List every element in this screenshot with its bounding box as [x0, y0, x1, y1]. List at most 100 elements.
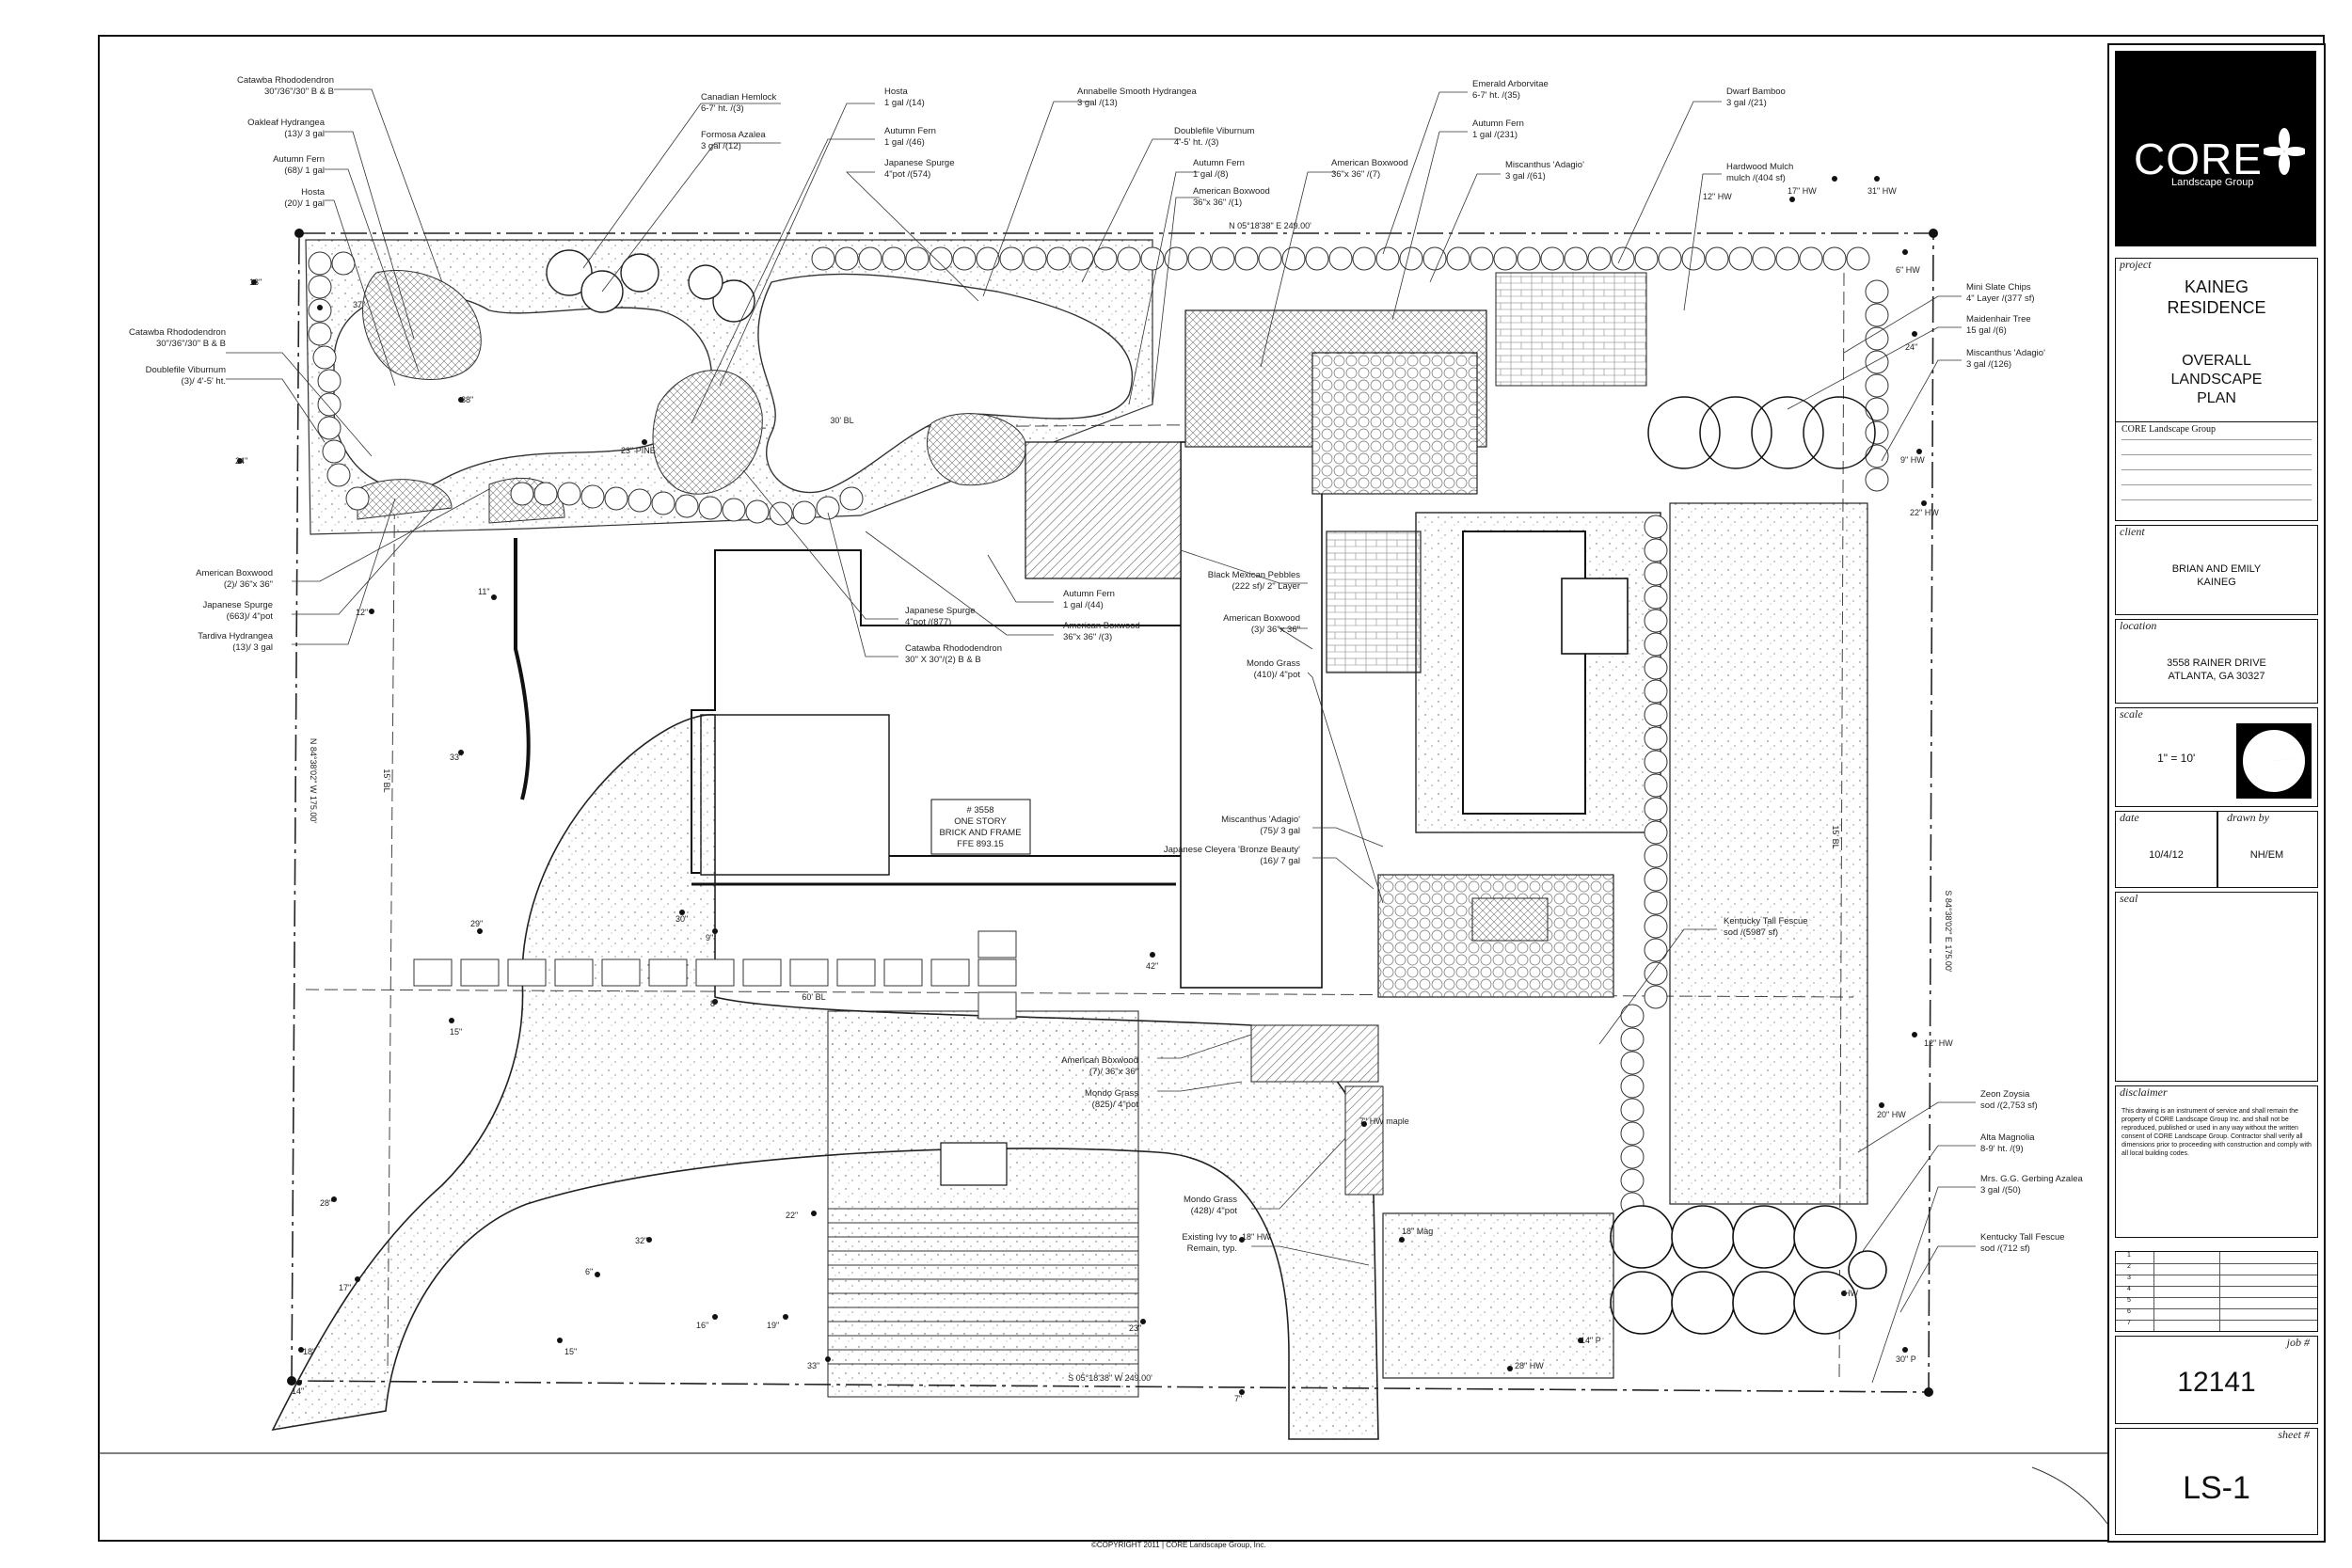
svg-text:23": 23": [1129, 1323, 1141, 1333]
pavers-patio: [1326, 531, 1422, 673]
disclaimer-text: This drawing is an instrument of service…: [2122, 1108, 2312, 1157]
svg-text:7": 7": [1234, 1394, 1242, 1403]
callout-arborvitae-qty: 6-7' ht. /(35): [1472, 90, 1520, 101]
callout-viburnum-2-qty: 4'-5' ht. /(3): [1174, 137, 1218, 148]
svg-text:12" HW: 12" HW: [1703, 192, 1732, 201]
svg-text:22": 22": [786, 1211, 798, 1220]
front-steps: [828, 1208, 1138, 1365]
svg-text:11": 11": [478, 587, 490, 596]
svg-text:15": 15": [564, 1347, 577, 1356]
callout-hosta-1-name: Hosta: [301, 187, 326, 198]
house-stories: ONE STORY: [954, 816, 1007, 827]
south-bearing: S 05°18'38" W 249.00': [1068, 1373, 1152, 1383]
magnolia-trees: [1610, 1205, 1887, 1335]
svg-text:14": 14": [292, 1386, 304, 1396]
callout-magnolia-name: Alta Magnolia: [1980, 1132, 2035, 1143]
revision-row: 2: [2116, 1263, 2317, 1275]
spurge-bed: [362, 270, 482, 380]
house-label-box: [930, 799, 1031, 855]
callout-gerbing-name: Mrs. G.G. Gerbing Azalea: [1980, 1174, 2083, 1184]
callout-hosta-2-name: Hosta: [884, 87, 909, 97]
svg-text:16": 16": [696, 1321, 708, 1330]
callout-oakleaf-name: Oakleaf Hydrangea: [247, 118, 326, 128]
callout-spurge-1-qty: 4"pot /(574): [884, 169, 930, 180]
spurge-bed-4: [357, 479, 453, 520]
rear-setback-label: 30' BL: [830, 416, 853, 425]
client-section: client BRIAN AND EMILY KAINEG: [2115, 525, 2318, 615]
callout-tardiva-qty: (13)/ 3 gal: [232, 642, 273, 653]
corner-marker-sw: [287, 1376, 296, 1386]
callout-fern-4-name: Autumn Fern: [1472, 119, 1524, 129]
location-tag: location: [2120, 619, 2157, 632]
callout-boxwood-4-name: American Boxwood: [1063, 621, 1140, 631]
seal-section: seal: [2115, 892, 2318, 1082]
svg-text:38": 38": [461, 395, 473, 404]
callout-boxwood-3-name: American Boxwood: [196, 568, 273, 578]
svg-text:18": 18": [303, 1347, 315, 1356]
callout-miscanthus-2-name: Miscanthus 'Adagio': [1966, 348, 2045, 358]
callout-miscanthus-2-qty: 3 gal /(126): [1966, 359, 2011, 370]
drawn-by-value: NH/EM: [2249, 849, 2284, 861]
driveway-loop: [271, 714, 1379, 1440]
entry-fountain: [940, 1142, 1008, 1186]
callout-boxwood-2-qty: 36"x 36" /(7): [1331, 169, 1380, 180]
garage-block: [700, 714, 890, 876]
callout-fescue-1-name: Kentucky Tall Fescue: [1724, 916, 1808, 927]
svg-text:7" HW maple: 7" HW maple: [1359, 1117, 1409, 1126]
svg-text:6" HW: 6" HW: [1896, 265, 1920, 275]
client-name-line1: BRIAN AND EMILY: [2171, 563, 2262, 575]
address-line2: ATLANTA, GA 30327: [2168, 671, 2265, 682]
svg-text:24": 24": [235, 456, 247, 466]
svg-text:15": 15": [450, 1027, 462, 1037]
svg-text:23" PINE: 23" PINE: [621, 446, 656, 455]
svg-text:29": 29": [470, 919, 483, 928]
callout-spurge-3-name: Japanese Spurge: [905, 606, 975, 616]
flower-icon: [2264, 128, 2305, 175]
plant-callouts: Catawba Rhododendron 30"/36"/30" B & B O…: [129, 75, 2083, 1254]
callout-mondo-3-qty: (428)/ 4"pot: [1191, 1206, 1238, 1216]
revision-row: 1: [2116, 1252, 2317, 1264]
callout-fescue-2-name: Kentucky Tall Fescue: [1980, 1232, 2065, 1243]
callout-cleyera-qty: (16)/ 7 gal: [1260, 856, 1300, 866]
copyright-notice: ©COPYRIGHT 2011 | CORE Landscape Group, …: [1091, 1541, 1266, 1549]
spa: [1561, 578, 1629, 655]
svg-text:6": 6": [585, 1267, 593, 1276]
date-section: date drawn by 10/4/12 NH/EM: [2115, 811, 2318, 888]
spurge-bed-2: [652, 370, 763, 495]
west-side-setback-label: 15' BL: [382, 768, 391, 792]
svg-text:24": 24": [1905, 342, 1917, 352]
callout-miscanthus-1-name: Miscanthus 'Adagio': [1505, 160, 1584, 170]
callout-catawba-1-qty: 30"/36"/30" B & B: [264, 87, 334, 97]
callout-spurge-1-name: Japanese Spurge: [884, 158, 954, 168]
svg-text:31" HW: 31" HW: [1867, 186, 1897, 196]
company-info-section: CORE Landscape Group: [2115, 421, 2318, 521]
pool: [1462, 531, 1586, 815]
terrace-steps: [1495, 272, 1647, 387]
callout-azalea-name: Formosa Azalea: [701, 130, 766, 140]
callout-bamboo-qty: 3 gal /(21): [1726, 98, 1767, 108]
revision-row: 3: [2116, 1275, 2317, 1287]
svg-text:18" HW: 18" HW: [1242, 1232, 1271, 1242]
disclaimer-tag: disclaimer: [2120, 1085, 2168, 1099]
callout-spurge-2-qty: (663)/ 4"pot: [227, 611, 274, 622]
callout-boxwood-3-qty: (2)/ 36"x 36": [224, 579, 273, 590]
callout-cleyera-name: Japanese Cleyera 'Bronze Beauty': [1164, 845, 1300, 855]
svg-text:14" P: 14" P: [1581, 1336, 1601, 1345]
svg-text:28" HW: 28" HW: [1515, 1361, 1544, 1370]
svg-text:30": 30": [675, 914, 688, 924]
plan-title-line2: LANDSCAPE: [2170, 372, 2263, 388]
callout-fern-2-name: Autumn Fern: [884, 126, 936, 136]
callout-fern-1-name: Autumn Fern: [273, 154, 325, 165]
callout-catawba-2-qty: 30"/36"/30" B & B: [156, 339, 226, 349]
callout-spurge-3-qty: 4"pot /(877): [905, 617, 951, 627]
east-bearing: S 84°38'02" E 175.00': [1944, 890, 1953, 973]
retaining-wall-west: [514, 538, 531, 800]
callout-mulch-name: Hardwood Mulch: [1726, 162, 1793, 172]
callout-miscanthus-3-name: Miscanthus 'Adagio': [1221, 815, 1300, 825]
callout-catawba-3-qty: 30" X 30"/(2) B & B: [905, 655, 981, 665]
leader-lines: [226, 88, 1976, 1384]
project-name-line2: RESIDENCE: [2167, 298, 2266, 317]
front-fescue-lawn: [1382, 1212, 1614, 1379]
svg-text:42": 42": [1146, 961, 1158, 971]
